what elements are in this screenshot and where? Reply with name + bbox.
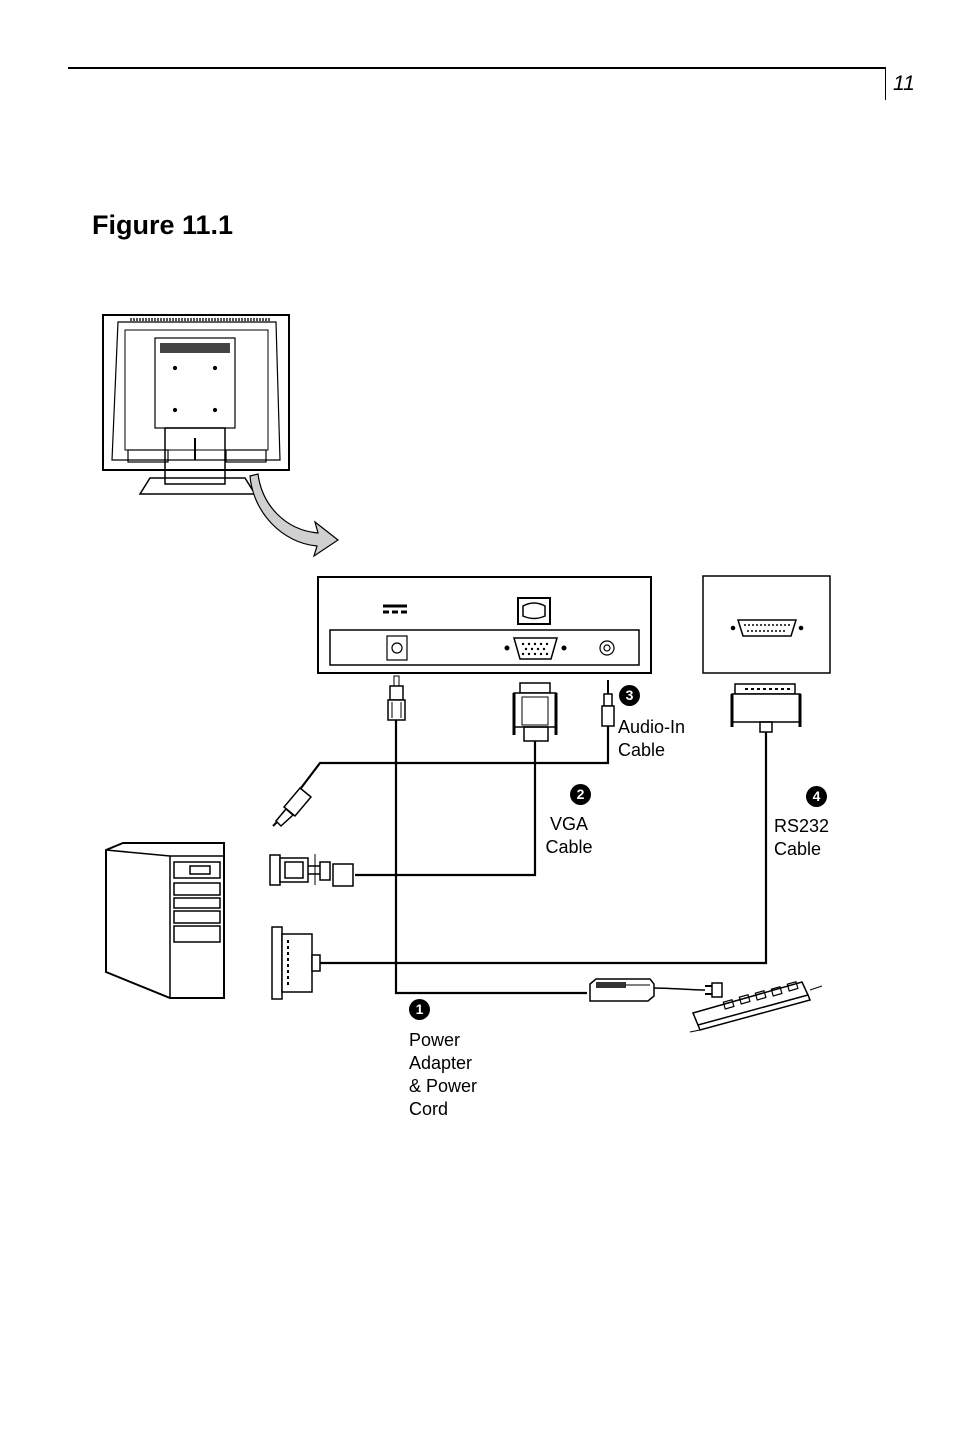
label-line: RS232 xyxy=(774,816,830,836)
callout-number-audio: 3 xyxy=(619,685,640,706)
callout-number-power: 1 xyxy=(409,999,430,1020)
rs232-plug-pc-end xyxy=(271,926,321,1000)
label-line: & Power xyxy=(409,1076,478,1096)
label-line: Power xyxy=(409,1030,461,1050)
zoom-arrow xyxy=(249,473,340,558)
power-cable-line xyxy=(394,720,587,995)
label-line: Cable xyxy=(774,839,822,859)
audio-plug-pc-end xyxy=(272,786,313,828)
vga-plug xyxy=(512,682,558,742)
monitor-connector-panel xyxy=(317,576,652,674)
vga-cable-line xyxy=(355,741,537,877)
audio-plug xyxy=(601,680,615,727)
label-line: VGA xyxy=(549,814,588,834)
header-divider xyxy=(885,67,886,100)
callout-number-rs232: 4 xyxy=(806,786,827,807)
page-number: 11 xyxy=(893,72,915,95)
header-rule xyxy=(68,67,886,69)
callout-number-vga: 2 xyxy=(570,784,591,805)
power-adapter-label: Power Adapter & Power Cord xyxy=(409,1029,477,1121)
pc-tower-illustration xyxy=(105,842,225,999)
label-line: Cord xyxy=(409,1099,449,1119)
audio-cable-label: Audio-In Cable xyxy=(618,716,685,762)
monitor-rear-illustration xyxy=(102,314,290,495)
label-line: Audio-In xyxy=(618,717,686,737)
cables xyxy=(297,720,768,995)
rs232-plug xyxy=(730,683,802,733)
label-line: Cable xyxy=(618,740,666,760)
figure-title: Figure 11.1 xyxy=(92,210,234,240)
vga-cable-label: VGA Cable xyxy=(544,813,594,859)
power-plug xyxy=(387,675,406,721)
vga-plug-pc-end xyxy=(269,854,354,887)
power-strip xyxy=(689,980,823,1033)
rs232-port-panel xyxy=(702,575,831,674)
rs232-cable-label: RS232 Cable xyxy=(774,815,829,861)
label-line: Cable xyxy=(545,837,593,857)
label-line: Adapter xyxy=(409,1053,473,1073)
rs232-cable-line xyxy=(320,732,768,965)
power-adapter xyxy=(589,978,655,1002)
audio-cable-line xyxy=(297,726,610,793)
